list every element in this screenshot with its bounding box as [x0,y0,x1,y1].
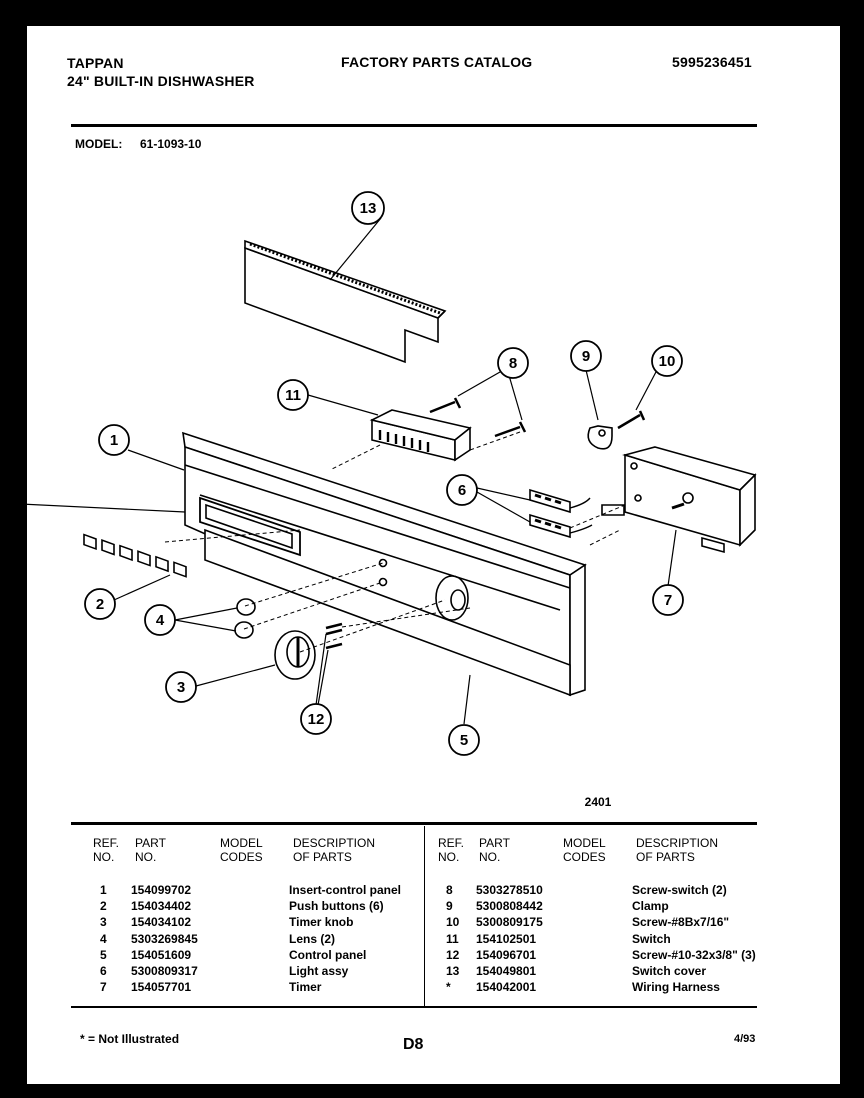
header-part: PART NO. [135,836,166,864]
callout-13: 13 [360,200,377,217]
header-ref: REF. NO. [93,836,120,864]
part-number-cell: 5300808442 [476,899,543,914]
description-cell: Screw-switch (2) [632,883,727,897]
ref-cell: 13 [446,964,460,978]
switch-part [369,409,472,462]
part-number-cell: 154057701 [131,980,192,995]
ref-cell: 12 [446,947,460,962]
ref-cell: 9 [446,899,453,914]
catalog-date: 4/93 [734,1033,756,1045]
header-model-right: MODEL CODES [563,836,606,864]
description-cell: Clamp [632,899,669,914]
ref-cell: 8 [446,883,453,897]
ref-cell: 4 [100,931,107,946]
callout-2: 2 [96,596,104,613]
header-ref-right: REF. NO. [438,836,465,864]
ref-cell: 3 [100,915,107,930]
callout-3: 3 [177,679,185,696]
callout-6: 6 [458,482,466,499]
description-cell: Lens (2) [289,931,336,946]
lens-part [234,598,256,639]
part-number-cell: 154034402 [131,899,192,914]
push-buttons-part [83,533,187,578]
catalog-number: 5995236451 [672,54,752,70]
switch-cover-part [244,239,447,364]
footnote: * = Not Illustrated [80,1032,180,1046]
part-number-cell: 154099702 [131,883,192,897]
part-number-cell: 5300809175 [476,915,543,930]
timer-part [622,446,757,554]
ref-cell: 10 [446,915,460,930]
screw-switch-part [429,397,527,438]
callout-leader-lines [0,217,677,725]
ref-cell: 11 [446,931,459,946]
ref-cell: 6 [100,964,107,978]
model-label: MODEL: [75,137,123,151]
catalog-title: FACTORY PARTS CATALOG [341,54,533,70]
light-assy-part [529,488,593,539]
ref-cell: 1 [100,883,107,897]
description-cell: Screw-#10-32x3/8" (3) [632,947,756,962]
part-number-cell: 5300809317 [131,964,198,978]
ref-cell: 5 [100,947,107,962]
model-number: 61-1093-10 [140,137,202,151]
description-cell: Screw-#8Bx7/16" [632,915,730,930]
part-number-cell: 154049801 [476,964,537,978]
callout-4: 4 [156,612,165,629]
callout-12: 12 [308,711,325,728]
callout-10: 10 [659,353,676,370]
table-divider [424,826,425,1006]
description-cell: Control panel [289,947,367,962]
product-name: 24" BUILT-IN DISHWASHER [67,73,255,89]
part-number-cell: 154102501 [476,931,537,946]
part-number-cell: 154051609 [131,947,192,962]
page-number: D8 [403,1036,424,1053]
callout-5: 5 [460,732,468,749]
header-desc-right: DESCRIPTION OF PARTS [636,836,719,864]
part-number-cell: 5303278510 [476,883,543,897]
description-cell: Switch cover [632,964,707,978]
description-cell: Insert-control panel [289,883,402,897]
header-model: MODEL CODES [220,836,263,864]
part-number-cell: 154096701 [476,947,537,962]
ref-cell: * [446,980,451,995]
control-panel-part [182,431,587,697]
header-desc: DESCRIPTION OF PARTS [293,836,376,864]
figure-number: 2401 [585,795,612,809]
callout-1: 1 [110,432,118,449]
part-number-cell: 154034102 [131,915,192,930]
description-cell: Light assy [289,964,349,978]
header-rule [71,124,757,127]
callout-7: 7 [664,592,672,609]
ref-cell: 2 [100,899,107,914]
part-number-cell: 154042001 [476,980,537,995]
description-cell: Timer [289,980,322,995]
screw-clamp-part [617,410,646,430]
header-part-right: PART NO. [479,836,510,864]
description-cell: Wiring Harness [632,980,720,995]
description-cell: Timer knob [289,915,354,930]
exploded-parts-diagram: 13 8 9 10 11 1 6 7 2 4 3 12 5 2401 [0,191,757,809]
table-bottom-rule [71,1006,757,1008]
ref-cell: 7 [100,980,107,995]
part-number-cell: 5303269845 [131,931,198,946]
description-cell: Push buttons (6) [289,899,384,914]
screw-panel-part [325,622,343,650]
callout-circles [84,191,684,756]
callout-8: 8 [509,355,517,372]
assembly-dashed-lines [164,431,626,653]
callout-11: 11 [285,387,301,404]
brand-name: TAPPAN [67,55,124,71]
clamp-part [587,425,613,450]
callout-9: 9 [582,348,590,365]
table-top-rule [71,822,757,825]
timer-knob-part [274,630,316,680]
description-cell: Switch [632,931,671,946]
